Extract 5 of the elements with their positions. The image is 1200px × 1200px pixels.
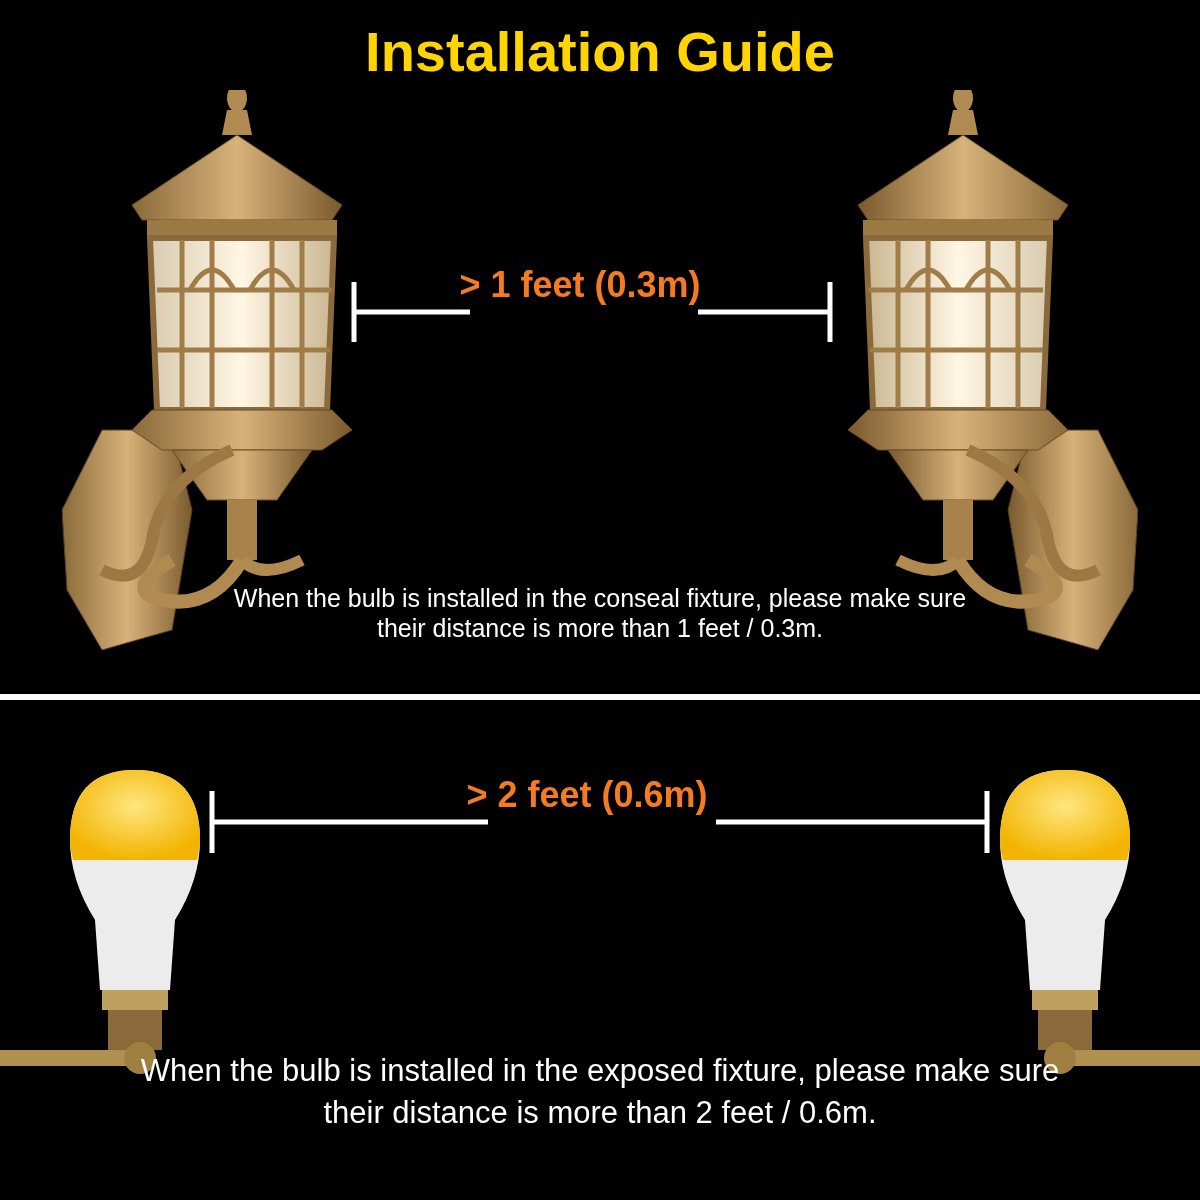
note-text: When the bulb is installed in the conseal fixture, please make sure their distance is more than 1 feet / 0.3m.	[232, 583, 968, 643]
note-text: When the bulb is installed in the exposed fixture, please make sure their distance is more than 2 feet / 0.6m.	[139, 1052, 1061, 1132]
distance-label: > 2 feet (0.6m)	[465, 773, 709, 817]
distance-label: > 1 feet (0.3m)	[458, 263, 702, 307]
title: Installation Guide	[364, 24, 836, 80]
